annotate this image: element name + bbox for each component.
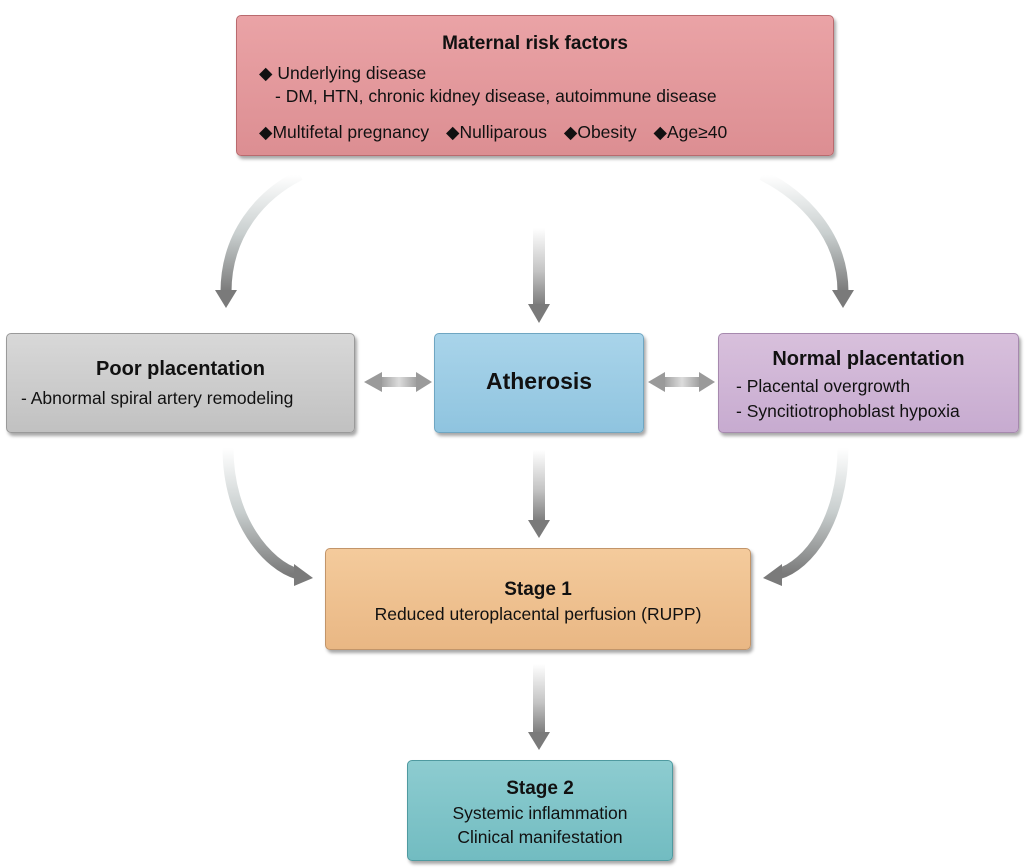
arrow-maternal-to-atherosis bbox=[528, 228, 550, 323]
double-arrow-atherosis-normal bbox=[648, 372, 715, 392]
poor-placentation-box: Poor placentation - Abnormal spiral arte… bbox=[6, 333, 355, 433]
underlying-disease-line: ◆ Underlying disease bbox=[259, 63, 426, 84]
risk-factor-item: Nulliparous bbox=[459, 122, 547, 142]
stage2-box: Stage 2 Systemic inflammation Clinical m… bbox=[407, 760, 673, 861]
risk-factor-item: Age≥40 bbox=[667, 122, 728, 142]
stage2-title: Stage 2 bbox=[506, 778, 574, 799]
arrow-maternal-to-normal bbox=[759, 170, 854, 308]
bullet-icon: ◆ bbox=[563, 122, 578, 142]
normal-placentation-title: Normal placentation bbox=[772, 348, 965, 370]
stage2-detail: Systemic inflammation bbox=[452, 803, 628, 823]
poor-placentation-title: Poor placentation bbox=[96, 358, 265, 380]
stage1-detail: Reduced uteroplacental perfusion (RUPP) bbox=[374, 604, 702, 624]
bullet-icon: ◆ bbox=[445, 122, 460, 142]
risk-factor-item: Multifetal pregnancy bbox=[272, 122, 430, 142]
atherosis-title: Atherosis bbox=[485, 368, 593, 394]
normal-placentation-detail: - Syncitiotrophoblast hypoxia bbox=[736, 401, 960, 421]
normal-placentation-box: Normal placentation - Placental overgrow… bbox=[718, 333, 1019, 433]
risk-factor-list: ◆Multifetal pregnancy ◆Nulliparous ◆Obes… bbox=[259, 122, 727, 143]
arrow-maternal-to-poor bbox=[215, 170, 303, 308]
arrow-stage1-to-stage2 bbox=[528, 664, 550, 750]
atherosis-box: Atherosis bbox=[434, 333, 644, 433]
maternal-risk-factors-box: Maternal risk factors ◆ Underlying disea… bbox=[236, 15, 834, 156]
maternal-risk-factors-title: Maternal risk factors bbox=[442, 33, 628, 54]
poor-placentation-detail: - Abnormal spiral artery remodeling bbox=[21, 388, 294, 408]
stage2-detail: Clinical manifestation bbox=[457, 827, 623, 847]
arrow-poor-to-stage1 bbox=[222, 447, 313, 586]
underlying-disease-detail: - DM, HTN, chronic kidney disease, autoi… bbox=[275, 86, 717, 106]
stage1-title: Stage 1 bbox=[504, 579, 572, 600]
bullet-icon: ◆ bbox=[259, 63, 273, 83]
arrow-normal-to-stage1 bbox=[763, 447, 849, 586]
risk-factor-item: Obesity bbox=[577, 122, 637, 142]
underlying-disease-label: Underlying disease bbox=[277, 63, 427, 83]
bullet-icon: ◆ bbox=[259, 122, 273, 142]
double-arrow-poor-atherosis bbox=[364, 372, 432, 392]
normal-placentation-detail: - Placental overgrowth bbox=[736, 376, 911, 396]
arrow-atherosis-to-stage1 bbox=[528, 450, 550, 538]
bullet-icon: ◆ bbox=[653, 122, 667, 142]
stage1-box: Stage 1 Reduced uteroplacental perfusion… bbox=[325, 548, 751, 650]
